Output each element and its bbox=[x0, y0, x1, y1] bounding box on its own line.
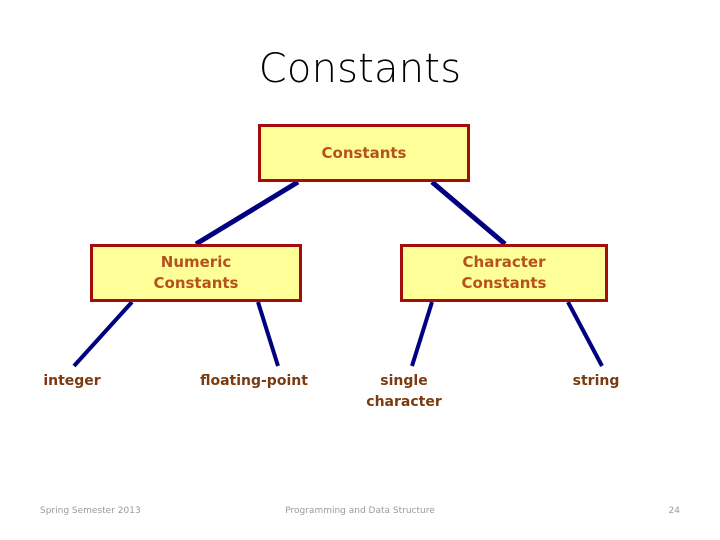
edge-root-to-character bbox=[430, 180, 507, 246]
node-numeric-constants: Numeric Constants bbox=[90, 244, 302, 302]
leaf-single-character: single character bbox=[366, 373, 442, 410]
footer-semester: Spring Semester 2013 bbox=[40, 506, 141, 516]
node-constants: Constants bbox=[258, 124, 470, 182]
leaf-string: string bbox=[572, 373, 620, 389]
page-title: Constants bbox=[258, 46, 462, 92]
edge-root-to-numeric bbox=[194, 179, 300, 247]
node-character-constants: Character Constants bbox=[400, 244, 608, 302]
leaf-floating-point: floating-point bbox=[200, 373, 308, 389]
edge-numeric-to-integer bbox=[72, 300, 134, 368]
edge-character-to-string bbox=[566, 301, 604, 367]
leaf-integer: integer bbox=[43, 373, 101, 389]
edge-numeric-to-floating-point bbox=[256, 301, 280, 367]
footer-page-number: 24 bbox=[668, 506, 680, 516]
footer-course-title: Programming and Data Structure bbox=[285, 506, 435, 516]
edge-character-to-single-character bbox=[410, 301, 434, 367]
